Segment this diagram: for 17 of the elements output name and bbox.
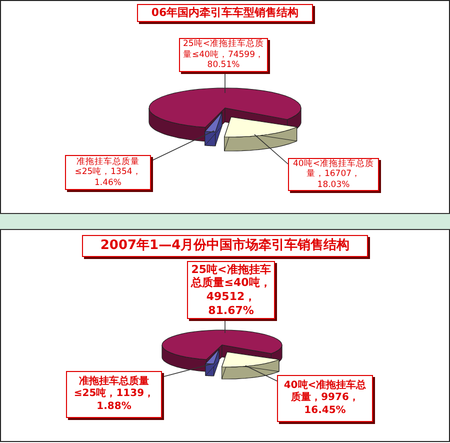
leader-line bbox=[224, 318, 226, 334]
leader-line bbox=[150, 130, 214, 162]
pie-slice bbox=[224, 116, 298, 152]
data-callout: 准拖挂车总质量≤25吨，1139，1.88% bbox=[66, 371, 162, 418]
pie-slice bbox=[221, 352, 280, 380]
data-callout: 40吨<准拖挂车总质量，16707，18.03% bbox=[288, 158, 379, 191]
data-callout: 40吨<准拖挂车总质量，9976，16.45% bbox=[277, 375, 373, 422]
leader-line bbox=[224, 72, 226, 94]
chart-title: 2007年1—4月份中国市场牵引车销售结构 bbox=[82, 235, 368, 257]
leader-line bbox=[254, 134, 288, 164]
leader-line bbox=[162, 363, 214, 378]
chart-title: 06年国内牵引车车型销售结构 bbox=[137, 4, 313, 22]
pie-slice bbox=[204, 112, 222, 146]
data-callout: 准拖挂车总质量≤25吨，1354，1.46% bbox=[65, 155, 151, 190]
pie-slice bbox=[204, 348, 220, 376]
data-callout: 25吨<准拖挂车总质量≤40吨，74599，80.51% bbox=[179, 38, 268, 72]
data-callout: 25吨<准拖挂车总质量≤40吨，49512，81.67% bbox=[187, 261, 275, 319]
